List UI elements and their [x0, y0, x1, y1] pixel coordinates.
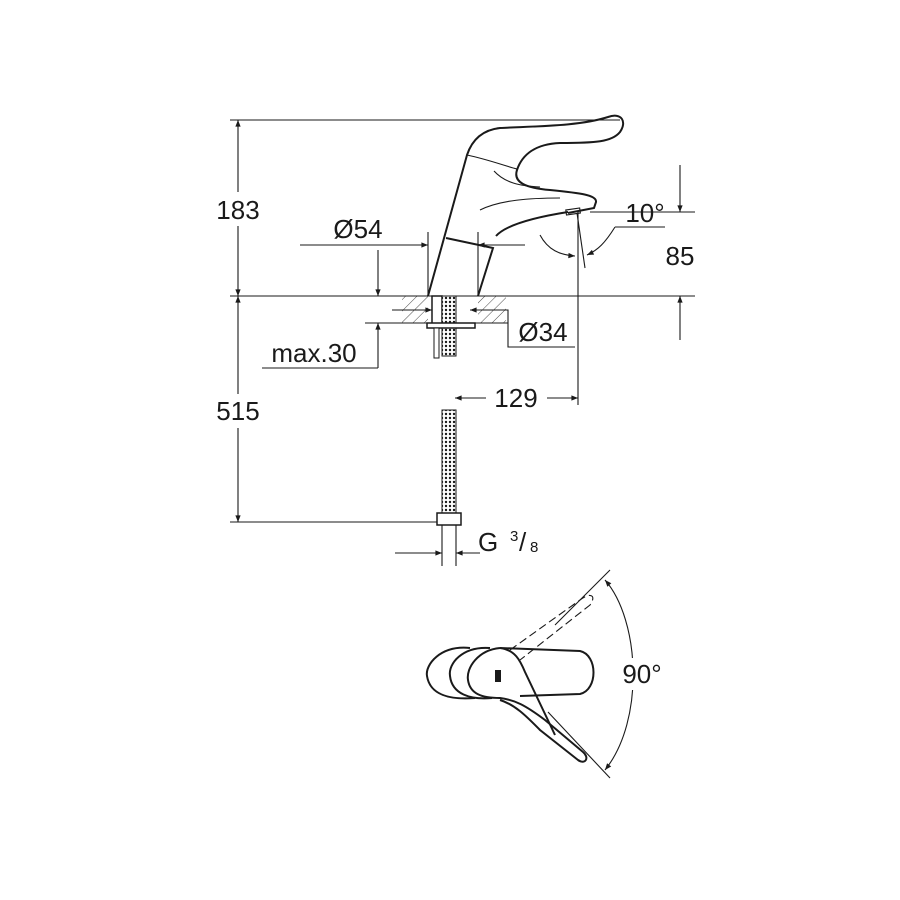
max-thickness-dimension: max.30: [262, 250, 400, 369]
dim-total-height: 183: [216, 195, 259, 225]
height-dimension: 183 515: [205, 120, 271, 522]
faucet-side-view: [426, 114, 625, 526]
dim-thread-prefix: G: [478, 527, 498, 557]
spout-angle-dimension: 10°: [539, 198, 665, 269]
faucet-top-view: 90°: [425, 569, 672, 779]
dim-thread-denominator: 8: [530, 539, 538, 556]
spout-reach-dimension: 129: [455, 212, 579, 413]
dim-spout-reach: 129: [494, 383, 537, 413]
dim-body-diameter: Ø54: [333, 214, 382, 244]
dim-max-thickness: max.30: [271, 338, 356, 368]
thread-dimension: G 3 / 8: [395, 525, 538, 566]
dim-hole-diameter: Ø34: [518, 317, 567, 347]
body-diameter-dimension: Ø54: [300, 214, 525, 296]
thread-fraction-slash: /: [519, 527, 527, 557]
hole-diameter-dimension: Ø34: [392, 307, 575, 348]
dim-spout-angle: 10°: [625, 198, 664, 228]
spout-height-dimension: 85: [590, 165, 695, 340]
dim-lever-rotation: 90°: [622, 659, 661, 689]
dim-spout-height: 85: [666, 241, 695, 271]
dim-hose-length: 515: [216, 396, 259, 426]
reference-lines: [230, 119, 695, 523]
dim-thread-numerator: 3: [510, 528, 518, 545]
